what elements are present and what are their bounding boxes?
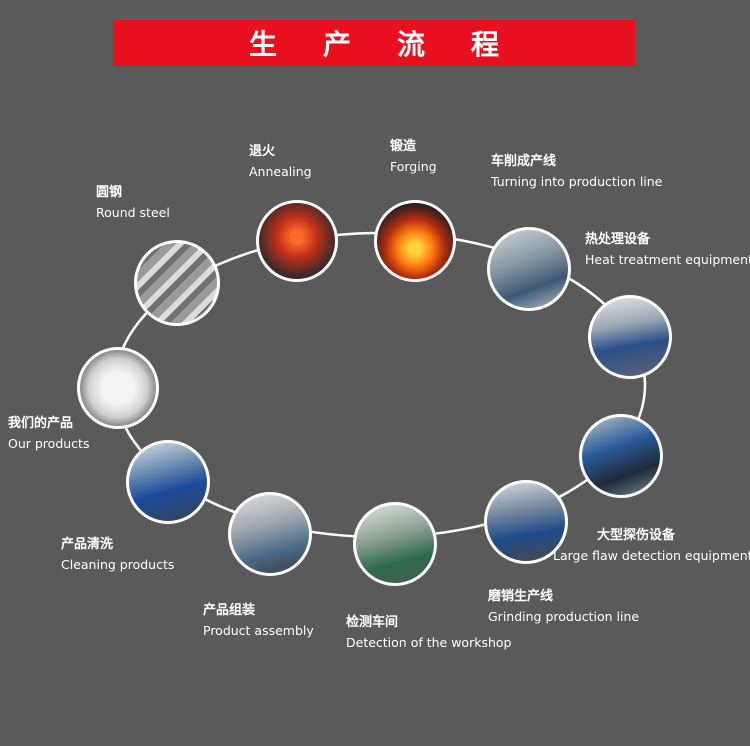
node-heat-treatment — [588, 295, 672, 379]
label-zh: 检测车间 — [346, 615, 399, 630]
node-round-steel — [134, 240, 220, 326]
label-en: Round steel — [96, 205, 170, 220]
label-forging: 锻造 Forging — [390, 137, 437, 177]
node-flaw-detection — [579, 414, 663, 498]
page-title: 生产流程 — [248, 28, 545, 61]
label-en: Turning into production line — [491, 174, 663, 189]
label-round-steel: 圆钢 Round steel — [96, 183, 170, 223]
label-en: Annealing — [249, 164, 312, 179]
node-cleaning-products — [126, 440, 210, 524]
label-detection-workshop: 检测车间 Detection of the workshop — [346, 613, 511, 653]
label-zh: 热处理设备 — [585, 232, 651, 247]
label-en: Heat treatment equipment — [585, 252, 750, 267]
label-cleaning-products: 产品清洗 Cleaning products — [61, 535, 174, 575]
label-turning-line: 车削成产线 Turning into production line — [491, 152, 662, 192]
label-flaw-detection: 大型探伤设备 Large flaw detection equipment — [553, 526, 750, 566]
label-zh: 产品清洗 — [61, 537, 114, 552]
label-en: Large flaw detection equipment — [553, 548, 750, 563]
node-turning-line — [487, 227, 571, 311]
node-detection-workshop — [353, 502, 437, 586]
label-product-assembly: 产品组装 Product assembly — [203, 601, 314, 641]
node-product-assembly — [228, 492, 312, 576]
label-en: Forging — [390, 159, 437, 174]
label-zh: 大型探伤设备 — [597, 528, 676, 543]
label-zh: 产品组装 — [203, 603, 256, 618]
label-en: Grinding production line — [488, 609, 640, 624]
label-zh: 车削成产线 — [491, 154, 557, 169]
label-heat-treatment: 热处理设备 Heat treatment equipment — [585, 230, 750, 270]
label-annealing: 退火 Annealing — [249, 142, 312, 182]
label-en: Our products — [8, 436, 90, 451]
label-zh: 磨销生产线 — [488, 589, 554, 604]
node-forging — [374, 200, 456, 282]
label-zh: 我们的产品 — [8, 416, 74, 431]
label-grinding-line: 磨销生产线 Grinding production line — [488, 587, 639, 627]
label-en: Detection of the workshop — [346, 635, 512, 650]
node-our-products — [77, 347, 159, 429]
label-zh: 圆钢 — [96, 185, 123, 200]
label-our-products: 我们的产品 Our products — [8, 414, 89, 454]
node-grinding-line — [484, 480, 568, 564]
title-banner: 生产流程 — [113, 20, 635, 66]
label-zh: 退火 — [249, 144, 276, 159]
label-en: Product assembly — [203, 623, 314, 638]
label-en: Cleaning products — [61, 557, 175, 572]
label-zh: 锻造 — [390, 139, 417, 154]
node-annealing — [256, 200, 338, 282]
